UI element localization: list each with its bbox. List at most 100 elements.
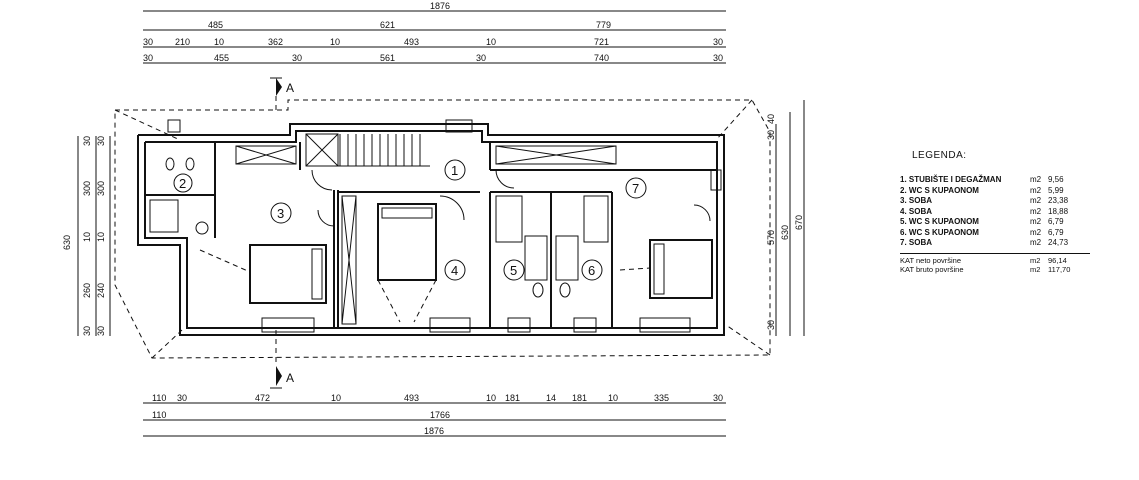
dim-top-r4: 30 <box>143 53 153 63</box>
legend-value: 9,56 <box>1048 175 1064 184</box>
legend-total-unit: m2 <box>1030 264 1041 274</box>
dim-bottom-r1: 30 <box>177 393 187 403</box>
dim-top-r3: 10 <box>330 37 340 47</box>
legend-total-value: 96,14 <box>1048 255 1067 265</box>
dim-right-b: 630 <box>780 225 790 240</box>
dim-bottom-r2: 1766 <box>430 410 450 420</box>
dim-top-r4: 455 <box>214 53 229 63</box>
dim-bottom-total: 1876 <box>424 426 444 436</box>
dim-left-outer: 630 <box>62 235 72 250</box>
room-label-4: 4 <box>451 263 458 278</box>
dim-right-a: 30 <box>766 320 776 330</box>
bottom-dimensions: 110 30 472 10 493 10 181 14 181 10 335 3… <box>143 393 726 437</box>
room-label-2: 2 <box>179 176 186 191</box>
legend-title: LEGENDA: <box>912 150 967 161</box>
legend-row: 1. STUBIŠTE I DEGAŽMAN m2 9,56 <box>900 175 1130 186</box>
legend: LEGENDA: 1. STUBIŠTE I DEGAŽMAN m2 9,56 2. … <box>900 150 1130 274</box>
legend-unit: m2 <box>1030 196 1042 205</box>
dim-top-r3: 10 <box>214 37 224 47</box>
legend-row: 3. SOBA m2 23,38 <box>900 196 1130 207</box>
dim-top-r4: 30 <box>476 53 486 63</box>
bed-room-3 <box>199 244 327 304</box>
dim-right-a: 40 <box>766 114 776 124</box>
roof-outline <box>114 99 771 359</box>
dim-top-r2-0: 485 <box>208 20 223 30</box>
dim-top-r4: 740 <box>594 53 609 63</box>
dim-top-r2-2: 779 <box>596 20 611 30</box>
dim-top-r2-1: 621 <box>380 20 395 30</box>
dim-left-inner: 300 <box>82 181 92 196</box>
legend-name: 6. WC S KUPAONOM <box>900 227 979 237</box>
legend-row: 6. WC S KUPAONOM m2 6,79 <box>900 228 1130 239</box>
dim-top-r4: 30 <box>292 53 302 63</box>
floor-plan: 1876 485 621 779 30 2 10 10 362 10 493 10… <box>62 1 805 437</box>
legend-total-name: KAT bruto površine <box>900 264 964 274</box>
top-dimensions: 1876 485 621 779 30 210 10 362 10 493 10… <box>143 1 726 64</box>
legend-name: 4. SOBA <box>900 206 933 216</box>
section-label-top: A <box>286 81 294 95</box>
bed-room-4 <box>377 203 437 323</box>
dim-bottom-r1: 30 <box>713 393 723 403</box>
dim-bottom-r1: 10 <box>331 393 341 403</box>
dim-bottom-r1: 181 <box>505 393 520 403</box>
doors <box>311 169 711 227</box>
dim-top-r3: 721 <box>594 37 609 47</box>
legend-total-name: KAT neto površine <box>900 255 962 265</box>
legend-name: 5. WC S KUPAONOM <box>900 217 979 226</box>
left-dimensions: 630 30 300 10 260 30 30 300 10 240 30 <box>62 136 111 336</box>
section-mark-top: A <box>270 77 294 112</box>
legend-name: 1. STUBIŠTE I DEGAŽMAN <box>900 175 1002 184</box>
section-mark-bottom: A <box>270 330 294 389</box>
stair-treads <box>336 134 430 167</box>
bed-room-7 <box>619 239 713 299</box>
legend-unit: m2 <box>1030 227 1042 237</box>
dim-left-inner2: 30 <box>96 326 106 336</box>
dim-bottom-r1: 10 <box>608 393 618 403</box>
right-dimensions: 30 40 570 30 630 670 <box>766 100 805 336</box>
dim-left-inner2: 30 <box>96 136 106 146</box>
dim-left-inner: 260 <box>82 283 92 298</box>
room-label-6: 6 <box>588 263 595 278</box>
dim-top-r3: 30 <box>143 37 153 47</box>
dim-top-r3: 362 <box>268 37 283 47</box>
room-label-1: 1 <box>451 163 458 178</box>
legend-name: 3. SOBA <box>900 196 933 205</box>
dim-bottom-r1: 335 <box>654 393 669 403</box>
dim-top-r4: 561 <box>380 53 395 63</box>
legend-unit: m2 <box>1030 217 1042 226</box>
windows <box>167 119 722 333</box>
legend-value: 6,79 <box>1048 227 1064 237</box>
dim-top-total: 1876 <box>430 1 450 11</box>
dim-left-inner: 30 <box>82 136 92 146</box>
dim-left-inner: 10 <box>82 232 92 242</box>
legend-value: 23,38 <box>1048 196 1069 205</box>
section-label-bottom: A <box>286 371 294 385</box>
room-label-3: 3 <box>277 206 284 221</box>
room-labels: 1 2 3 4 5 6 7 <box>173 159 647 281</box>
legend-items: 1. STUBIŠTE I DEGAŽMAN m2 9,56 2. WC S KUPA… <box>900 175 1130 249</box>
dim-bottom-r1: 10 <box>486 393 496 403</box>
dim-bottom-r2: 110 <box>152 410 166 420</box>
dim-top-r3: 493 <box>404 37 419 47</box>
legend-name: 2. WC S KUPAONOM <box>900 185 979 195</box>
legend-total-value: 117,70 <box>1048 264 1071 274</box>
legend-separator <box>900 252 1090 254</box>
legend-value: 18,88 <box>1048 206 1069 216</box>
legend-unit: m2 <box>1030 175 1042 184</box>
legend-value: 24,73 <box>1048 238 1069 247</box>
legend-value: 6,79 <box>1048 217 1064 226</box>
dim-left-inner2: 300 <box>96 181 106 196</box>
dim-right-a: 30 <box>766 130 776 140</box>
legend-total-row: KAT bruto površine m2 117,70 <box>900 265 1130 274</box>
dim-bottom-r1: 110 <box>152 393 166 403</box>
legend-row: 5. WC S KUPAONOM m2 6,79 <box>900 217 1130 228</box>
bath-fixtures <box>149 157 609 298</box>
dim-left-inner2: 10 <box>96 232 106 242</box>
dim-right-a: 570 <box>766 230 776 245</box>
dim-left-inner: 30 <box>82 326 92 336</box>
